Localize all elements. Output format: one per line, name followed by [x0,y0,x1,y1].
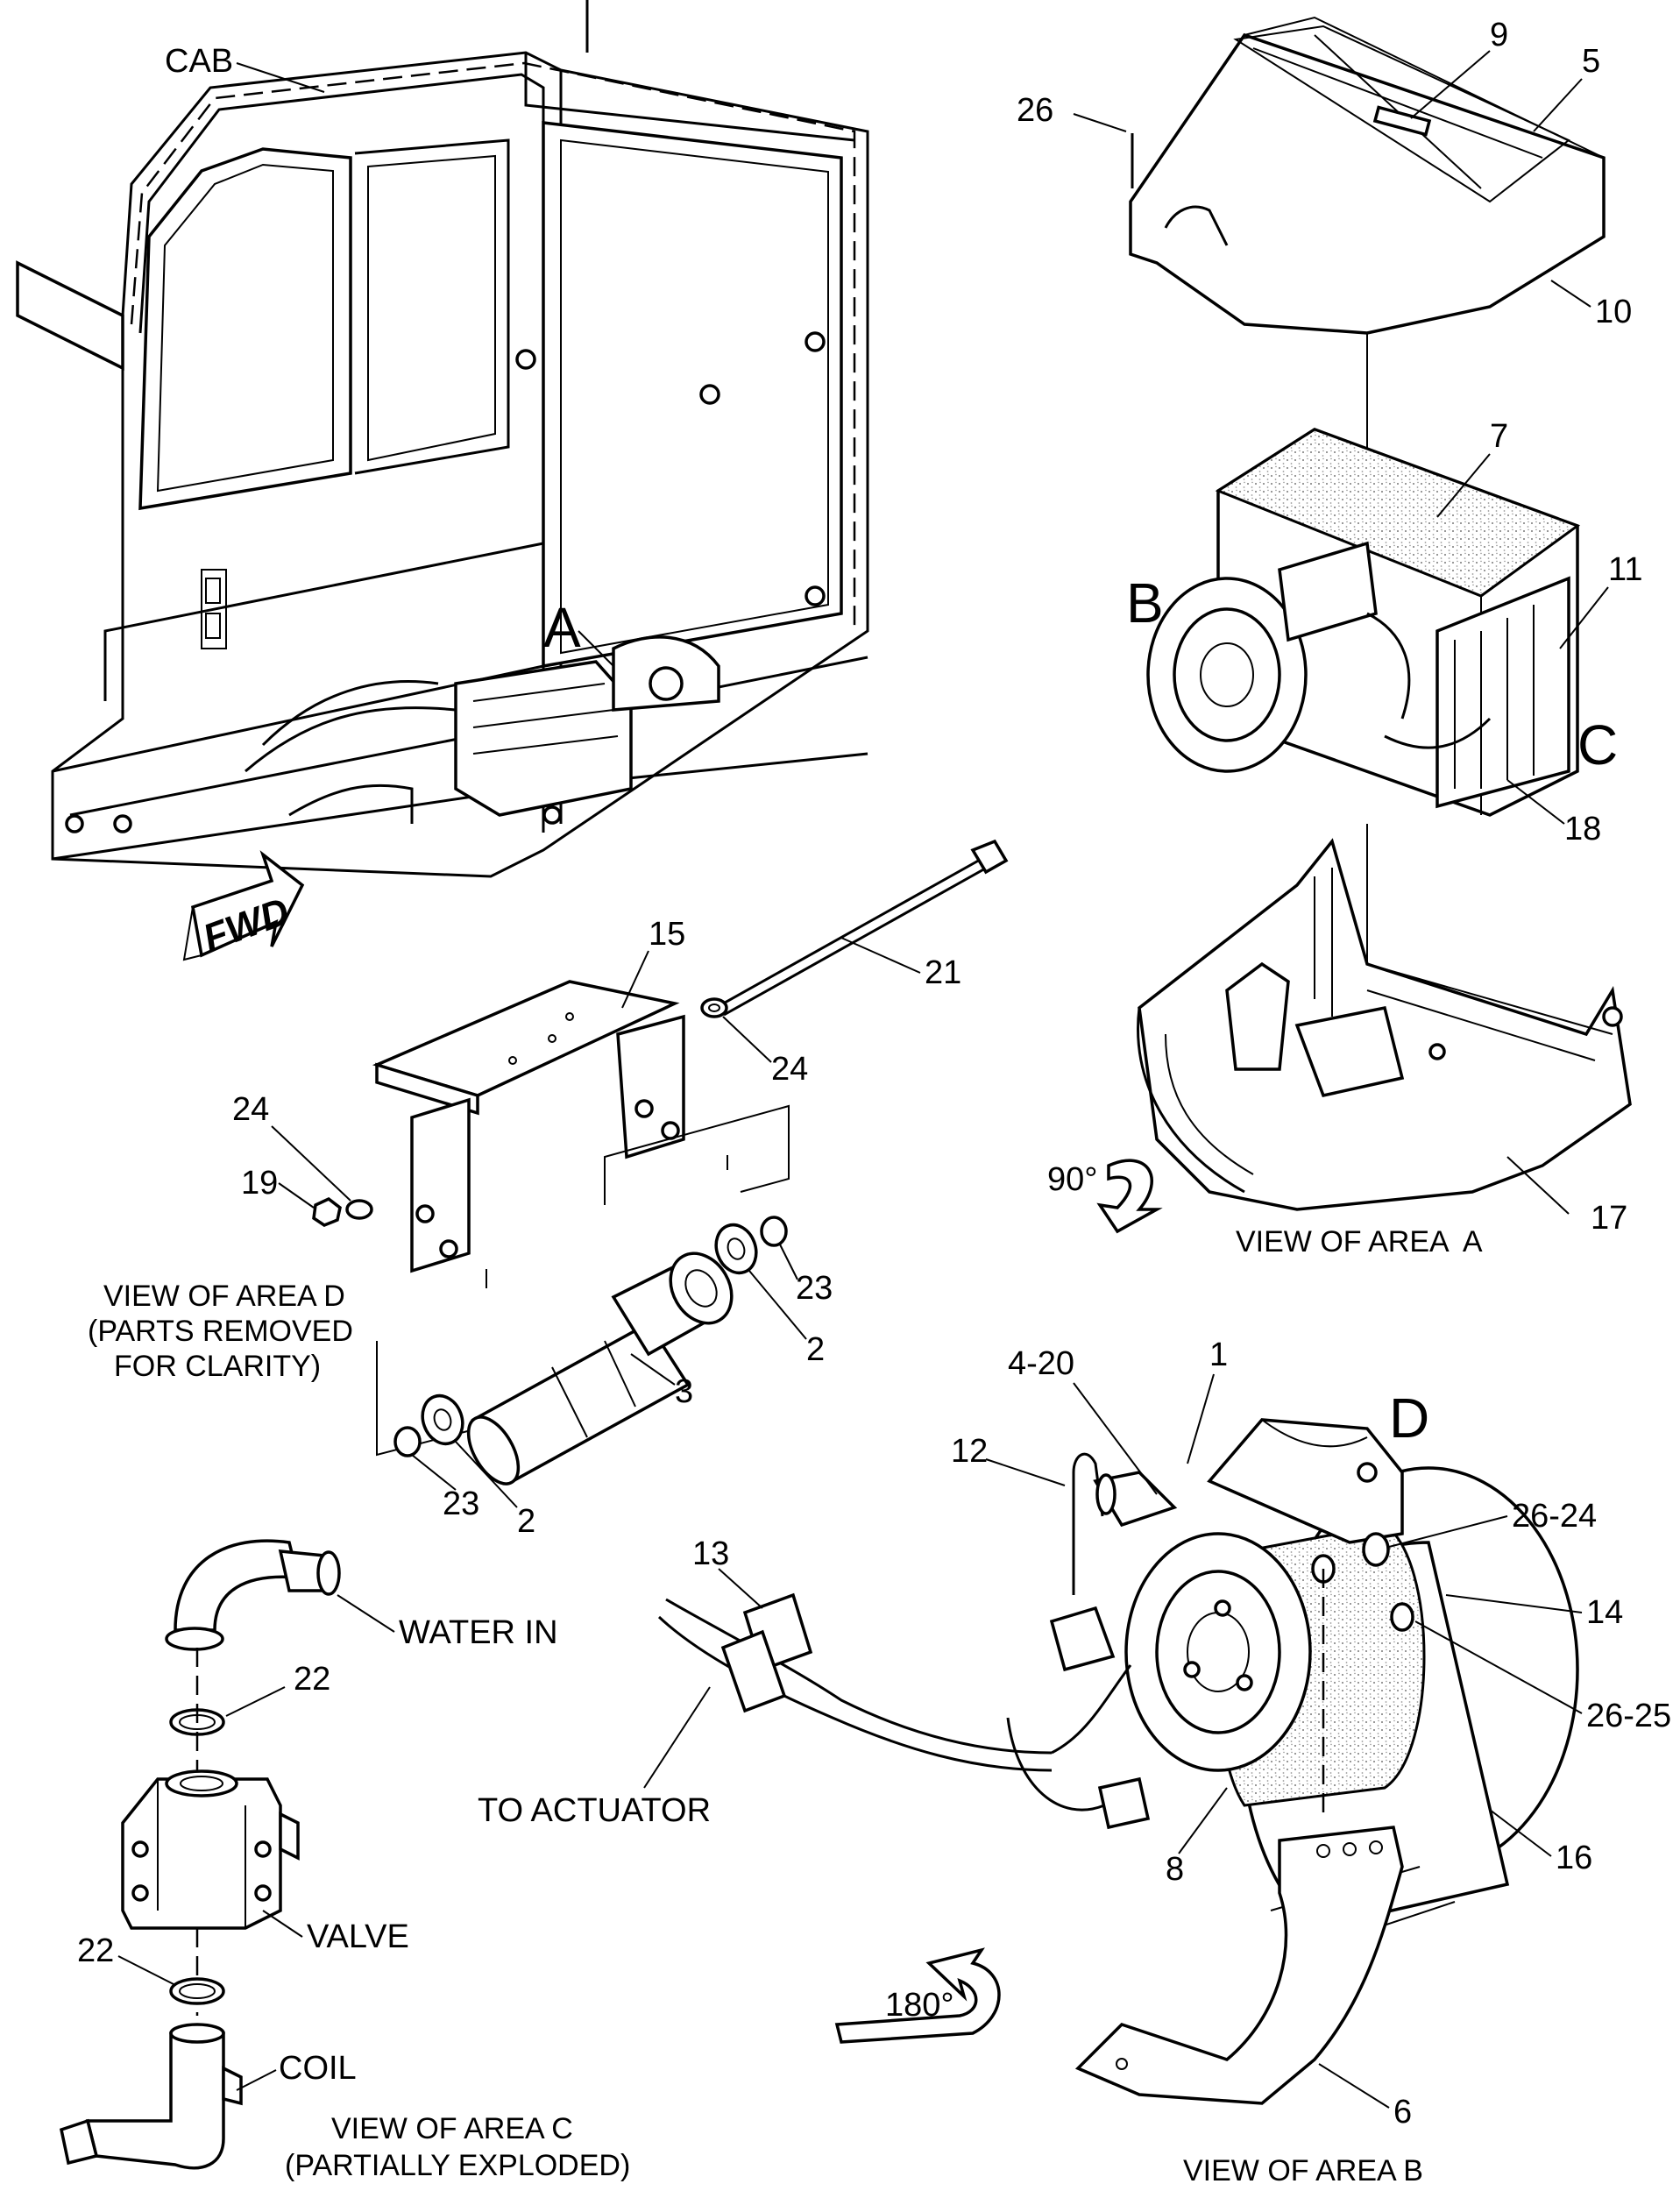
view-area-c-caption-line1: VIEW OF AREA C [331,2112,573,2145]
view-area-c: WATER IN 22 VALVE 22 COIL VIEW OF AREA C… [59,1539,630,2182]
callout-19: 19 [241,1165,278,1202]
view-area-b-caption: VIEW OF AREA B [1183,2154,1423,2187]
rotate-180-label: 180° [885,1987,954,2024]
callout-21: 21 [925,954,961,991]
callout-17: 17 [1591,1200,1627,1237]
coil-label: COIL [279,2050,357,2087]
callout-13: 13 [692,1535,729,1572]
view-area-a-caption: VIEW OF AREA A [1236,1225,1483,1259]
callout-1: 1 [1209,1337,1228,1373]
view-area-c-caption-line2: (PARTIALLY EXPLODED) [285,2149,630,2182]
cab-assembly: CAB A [16,0,869,878]
view-area-d-caption-line1: VIEW OF AREA D [103,1280,345,1313]
view-area-b: 16 8 D 1 4-20 12 26-24 14 [478,1337,1671,2187]
callout-8: 8 [1166,1851,1184,1888]
view-area-d-caption-line3: FOR CLARITY) [114,1350,321,1383]
valve-label: VALVE [307,1918,409,1955]
view-area-d: 21 15 24 24 19 [88,839,1009,1540]
callout-23-upper: 23 [796,1270,833,1307]
water-in-label: WATER IN [399,1614,558,1651]
callout-22-lower: 22 [77,1932,114,1969]
callout-7: 7 [1490,418,1508,455]
area-a-label: A [543,596,581,659]
area-b-label: B [1126,571,1164,635]
callout-26-24: 26-24 [1512,1498,1597,1535]
callout-11: 11 [1608,551,1642,588]
callout-24-lower: 24 [232,1091,269,1128]
callout-4-20: 4-20 [1008,1345,1074,1382]
callout-16: 16 [1556,1840,1592,1876]
callout-24-upper: 24 [771,1051,808,1088]
callout-2-upper: 2 [806,1331,825,1368]
callout-22-upper: 22 [294,1661,330,1698]
view-area-a: 9 5 26 10 7 B 11 C 18 [1017,16,1642,1259]
callout-15: 15 [649,916,685,953]
callout-18: 18 [1564,811,1601,847]
callout-3: 3 [675,1373,693,1410]
callout-9: 9 [1490,17,1508,53]
area-d-label: D [1389,1386,1429,1450]
callout-14: 14 [1586,1594,1623,1631]
view-area-d-caption-line2: (PARTS REMOVED [88,1315,353,1348]
area-c-label: C [1577,713,1618,776]
to-actuator-label: TO ACTUATOR [478,1792,711,1829]
callout-2-lower: 2 [517,1503,535,1540]
rotate-90-label: 90° [1047,1161,1097,1198]
callout-26-25: 26-25 [1586,1698,1671,1734]
cab-label: CAB [165,43,233,80]
callout-12: 12 [951,1433,988,1470]
callout-10: 10 [1595,294,1632,330]
callout-6: 6 [1393,2094,1412,2131]
callout-23-lower: 23 [443,1485,479,1522]
callout-5: 5 [1582,43,1600,80]
forward-arrow: FWD [182,850,305,961]
callout-26: 26 [1017,92,1053,129]
